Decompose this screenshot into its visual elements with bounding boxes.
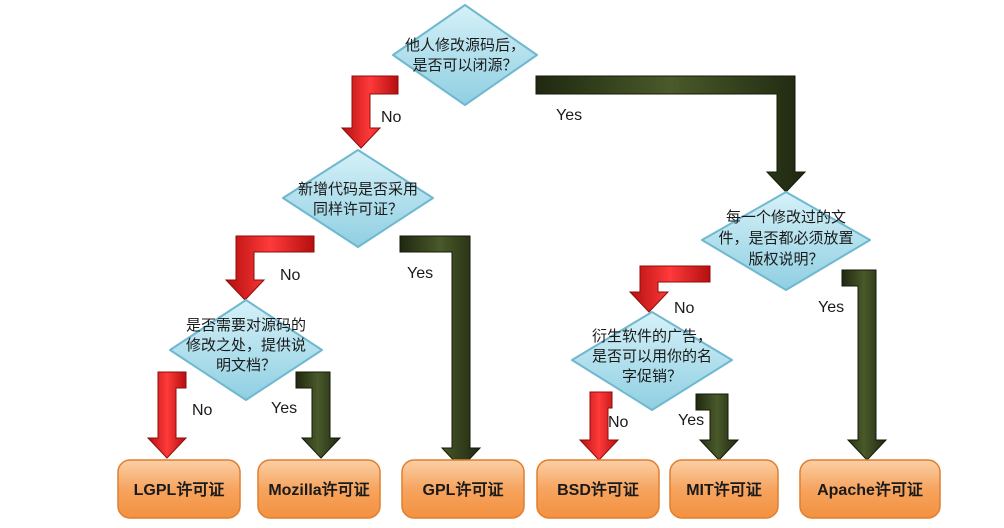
q4-line2: 件，是否都必须放置 [718, 229, 853, 247]
label-q3-yes: Yes [271, 400, 297, 417]
decision-q3: 是否需要对源码的 修改之处，提供说 明文档？ [169, 299, 323, 401]
arrow-q3-no [146, 371, 188, 459]
label-q4-no: No [674, 300, 695, 317]
label-q4-yes: Yes [818, 299, 844, 316]
label-q1-no: No [381, 109, 402, 126]
label-q3-no: No [192, 402, 213, 419]
q1-line2: 是否可以闭源？ [412, 56, 517, 74]
result-lgpl: LGPL许可证 [117, 459, 241, 519]
decision-q5: 衍生软件的广告， 是否可以用你的名 字促销？ [571, 311, 733, 411]
result-mit-label: MIT许可证 [686, 480, 762, 499]
result-mozilla: Mozilla许可证 [257, 459, 381, 519]
result-mozilla-label: Mozilla许可证 [268, 480, 369, 499]
q2-line2: 同样许可证？ [313, 200, 403, 218]
decision-q4: 每一个修改过的文 件，是否都必须放置 版权说明？ [701, 191, 871, 291]
result-apache-label: Apache许可证 [817, 480, 923, 499]
arrow-q1-no [340, 75, 399, 149]
arrow-q4-no [628, 265, 711, 313]
result-gpl-label: GPL许可证 [423, 480, 504, 499]
arrow-q3-yes [295, 371, 342, 459]
label-q2-no: No [280, 267, 301, 284]
arrow-q5-yes [695, 393, 740, 461]
result-gpl: GPL许可证 [401, 459, 525, 519]
label-q5-no: No [608, 414, 629, 431]
arrow-q1-yes [535, 75, 807, 193]
decision-q2: 新增代码是否采用 同样许可证？ [282, 149, 434, 248]
q2-line1: 新增代码是否采用 [298, 180, 418, 198]
q3-line1: 是否需要对源码的 [186, 316, 306, 334]
arrow-q5-no [578, 391, 620, 461]
arrow-q4-yes [841, 269, 888, 461]
q3-line3: 明文档？ [216, 356, 276, 374]
arrow-q2-no [224, 235, 315, 301]
result-bsd: BSD许可证 [536, 459, 660, 519]
label-q2-yes: Yes [407, 265, 433, 282]
q1-line1: 他人修改源码后， [405, 36, 525, 54]
q4-line3: 版权说明？ [748, 250, 823, 268]
result-mit: MIT许可证 [669, 459, 779, 519]
q5-line2: 是否可以用你的名 [592, 347, 712, 365]
q4-line1: 每一个修改过的文 [726, 208, 846, 226]
decision-q1: 他人修改源码后， 是否可以闭源？ [392, 4, 538, 106]
result-bsd-label: BSD许可证 [557, 480, 639, 499]
result-lgpl-label: LGPL许可证 [134, 480, 225, 499]
arrow-q2-yes [399, 235, 482, 469]
q5-line1: 衍生软件的广告， [592, 327, 712, 345]
q5-line3: 字促销？ [622, 367, 682, 385]
label-q1-yes: Yes [556, 107, 582, 124]
label-q5-yes: Yes [678, 412, 704, 429]
q3-line2: 修改之处，提供说 [186, 336, 306, 354]
result-apache: Apache许可证 [799, 459, 941, 519]
